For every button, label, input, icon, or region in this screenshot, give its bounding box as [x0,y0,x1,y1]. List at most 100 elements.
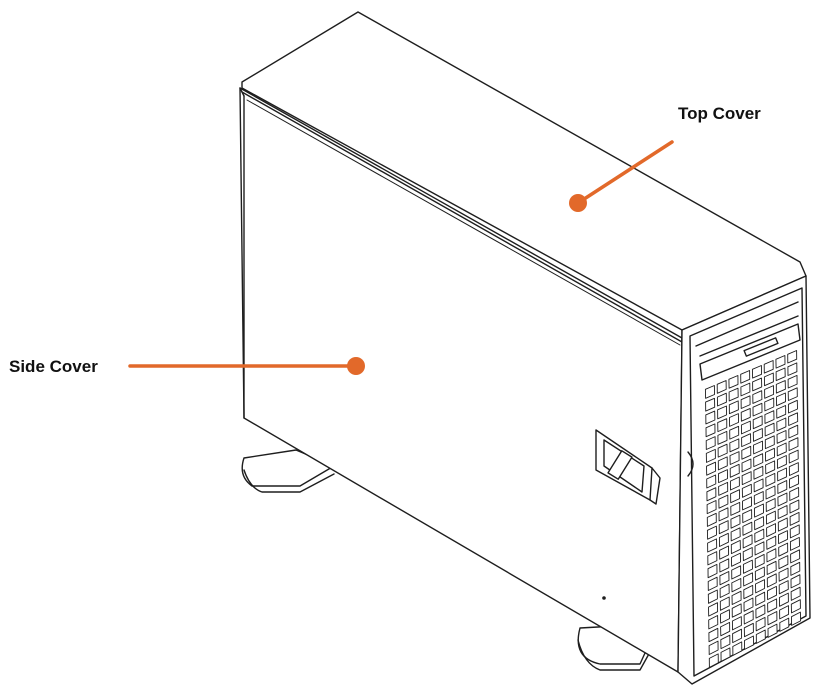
grille-hole [730,489,741,504]
side-cover-screw-icon [602,596,606,600]
grille-hole [705,436,716,450]
grille-hole [788,412,799,426]
grille-hole [718,481,729,496]
grille-hole [776,405,787,419]
callout-top-leader-line [576,140,674,205]
grille-hole [789,499,800,514]
grille-hole [730,539,741,555]
grille-hole [719,596,730,611]
grille-hole [753,503,764,518]
callout-top-cover [569,140,674,212]
grille-hole [764,410,775,424]
grille-hole [755,604,766,619]
grille-hole [716,392,727,407]
grille-hole [778,567,789,582]
grille-hole [779,617,790,632]
callout-side-dot-icon [347,357,365,375]
grille-hole [720,621,731,637]
grille-hole [752,428,763,442]
grille-hole [707,589,718,604]
grille-hole [778,580,789,595]
grille-hole [778,530,788,545]
grille-hole [775,380,786,394]
grille-hole [706,487,717,502]
grille-hole [765,460,776,475]
grille-hole [788,424,799,439]
grille-hole [728,375,739,389]
grille-hole [790,586,801,601]
grille-hole [752,415,763,430]
grille-hole [765,485,776,500]
grille-hole [706,525,717,540]
grille-hole [740,370,751,384]
grille-hole [765,498,776,512]
grille-hole [720,634,731,650]
grille-hole [718,494,729,509]
grille-hole [740,420,751,435]
grille-hole [742,559,753,574]
grille-hole [730,527,741,542]
grille-hole [707,576,718,591]
grille-hole [766,523,777,538]
grille-hole [755,629,766,644]
grille-hole [730,514,741,529]
grille-hole [788,449,799,464]
grille-hole [718,469,728,484]
grille-hole [776,442,787,457]
grille-hole [754,528,765,543]
grille-hole [744,635,755,650]
grille-hole [707,538,718,553]
grille-hole [767,623,778,638]
grille-hole [755,616,766,632]
grille-hole [728,400,739,415]
grille-hole [706,512,717,527]
grille-hole [754,553,765,569]
grille-hole [731,578,742,593]
grille-hole [743,572,754,587]
grille-hole [763,360,774,374]
grille-hole [776,430,787,444]
grille-hole [706,461,717,476]
grille-hole [708,627,719,643]
grille-hole [743,584,754,600]
grille-hole [766,573,777,588]
grille-hole [708,602,719,617]
grille-hole [753,440,764,455]
callout-top-dot-icon [569,194,587,212]
grille-hole [777,517,788,532]
grille-hole [753,453,764,468]
grille-hole [743,597,754,612]
grille-hole [718,520,729,535]
grille-hole [742,534,753,549]
grille-hole [706,500,717,515]
grille-hole [777,480,788,494]
grille-hole [718,507,729,522]
grille-hole [731,590,742,605]
grille-hole [741,483,752,498]
tower-server-chassis-icon [239,11,811,685]
grille-hole [731,565,742,580]
grille-hole [789,536,800,551]
grille-hole [705,448,716,463]
grille-hole [730,501,741,516]
grille-hole [719,545,730,560]
grille-hole [704,385,715,399]
grille-hole [732,641,743,656]
grille-hole [789,474,800,489]
grille-hole [719,558,730,573]
grille-hole [740,382,751,397]
grille-hole [775,367,786,382]
callout-side-cover [128,357,365,375]
grille-hole [788,462,799,476]
grille-hole [708,653,719,668]
grille-hole [779,605,790,620]
grille-hole [729,476,740,491]
grille-hole [717,430,728,445]
grille-hole [765,510,776,525]
grille-hole [753,478,764,493]
grille-hole [790,549,801,564]
grille-hole [720,609,730,624]
grille-hole [743,610,754,625]
grille-hole [777,492,788,507]
callout-label-side-cover: Side Cover [9,357,98,376]
